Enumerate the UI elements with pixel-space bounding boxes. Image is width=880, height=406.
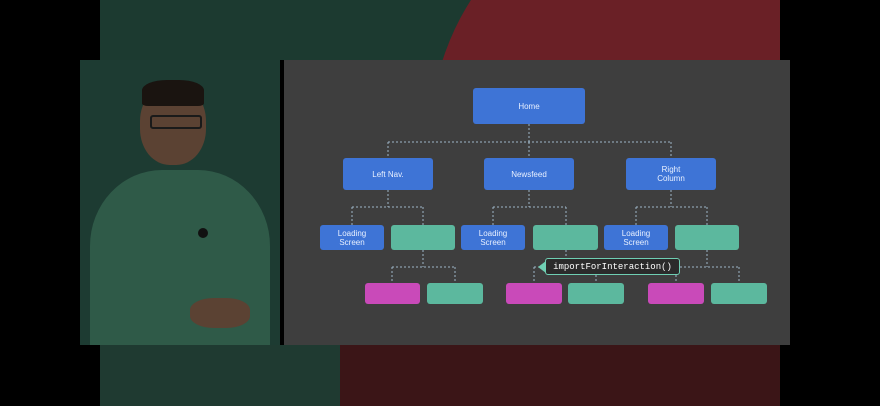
node-left-nav: Left Nav.	[343, 158, 433, 190]
lapel-mic-icon	[198, 228, 208, 238]
node-home-label: Home	[518, 101, 540, 111]
node-leftnav-interaction-module	[365, 283, 420, 304]
callout-pointer-icon	[538, 261, 546, 273]
speaker-glasses	[150, 115, 202, 129]
speaker-hair	[142, 80, 204, 106]
stage-backdrop-floor	[100, 345, 340, 406]
loading-screen-label: Loading Screen	[478, 228, 508, 247]
speaker-hands	[190, 298, 250, 328]
node-leftnav-lazy-module	[427, 283, 483, 304]
node-newsfeed-loading-screen: Loading Screen	[461, 225, 525, 250]
node-rightcol-loading-screen: Loading Screen	[604, 225, 668, 250]
tree-connectors	[351, 124, 740, 283]
letterbox-right	[780, 0, 880, 406]
node-newsfeed-label: Newsfeed	[511, 169, 547, 179]
node-rightcol-lazy-content	[675, 225, 739, 250]
node-leftnav-loading-screen: Loading Screen	[320, 225, 384, 250]
node-newsfeed-interaction-module	[506, 283, 562, 304]
node-leftnav-lazy-content	[391, 225, 455, 250]
import-for-interaction-callout: importForInteraction()	[545, 258, 680, 275]
loading-screen-label: Loading Screen	[621, 228, 651, 247]
node-newsfeed-lazy-content	[533, 225, 598, 250]
node-left-nav-label: Left Nav.	[372, 169, 404, 179]
node-home: Home	[473, 88, 585, 124]
node-right-column-label: Right Column	[657, 165, 685, 183]
node-newsfeed: Newsfeed	[484, 158, 574, 190]
node-rightcol-lazy-module	[711, 283, 767, 304]
node-rightcol-interaction-module	[648, 283, 704, 304]
presentation-slide: Home Left Nav. Newsfeed Right Column Loa…	[284, 60, 790, 345]
loading-screen-label: Loading Screen	[337, 228, 367, 247]
node-right-column: Right Column	[626, 158, 716, 190]
node-newsfeed-lazy-module	[568, 283, 624, 304]
speaker-video	[80, 60, 280, 345]
